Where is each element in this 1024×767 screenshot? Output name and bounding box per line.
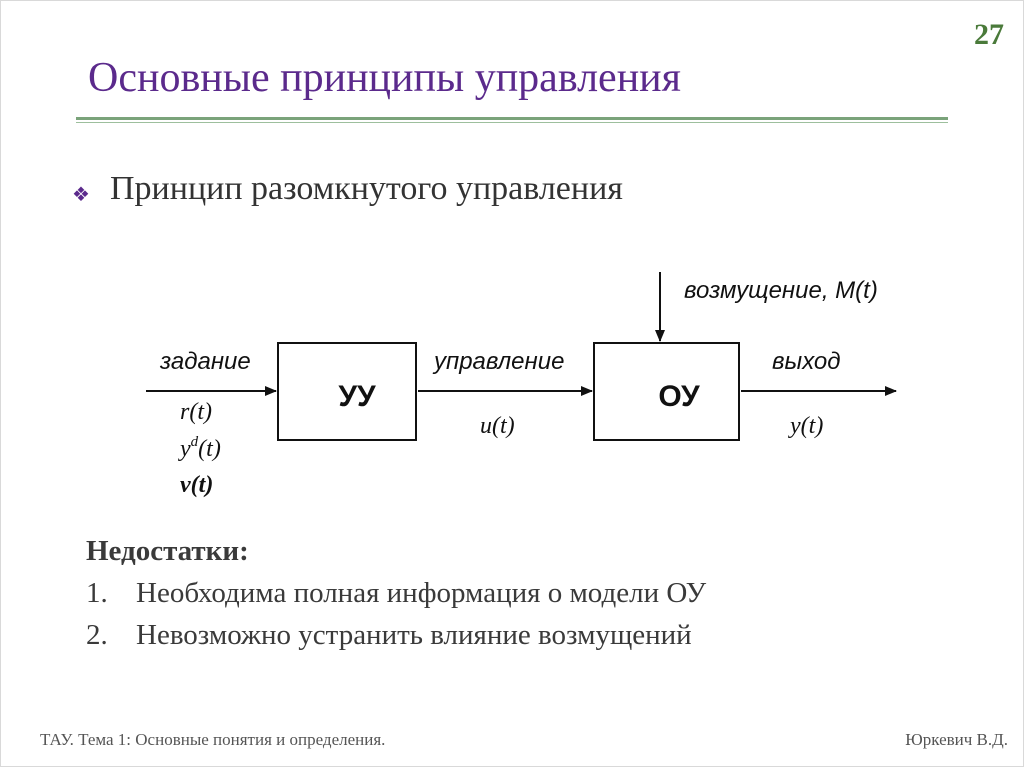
list-item-text: Необходима полная информация о модели ОУ bbox=[136, 577, 707, 609]
list-item: 1. Необходима полная информация о модели… bbox=[86, 572, 706, 614]
control-label: управление bbox=[432, 348, 564, 375]
plant-block bbox=[593, 342, 740, 441]
list-item-number: 1. bbox=[86, 577, 108, 609]
controller-label: УУ bbox=[338, 380, 376, 413]
diamond-bullet-icon: ❖ bbox=[72, 184, 90, 206]
drawbacks-list: Недостатки: 1. Необходима полная информа… bbox=[86, 530, 706, 656]
output-label: выход bbox=[772, 348, 841, 375]
page-number: 27 bbox=[974, 18, 1004, 51]
plant-label: ОУ bbox=[658, 380, 700, 413]
input-var-v: v(t) bbox=[180, 472, 213, 498]
list-item-text: Невозможно устранить влияние возмущений bbox=[136, 619, 692, 651]
input-label: задание bbox=[159, 348, 251, 375]
list-item-number: 2. bbox=[86, 619, 108, 651]
disturbance-label: возмущение, M(t) bbox=[684, 277, 878, 304]
footer-author: Юркевич В.Д. bbox=[905, 730, 1008, 749]
controller-block bbox=[277, 342, 417, 441]
title-divider bbox=[76, 117, 948, 120]
title-divider-thin bbox=[76, 122, 948, 123]
control-var: u(t) bbox=[480, 413, 515, 439]
drawbacks-heading: Недостатки: bbox=[86, 535, 249, 567]
footer-course: ТАУ. Тема 1: Основные понятия и определе… bbox=[40, 730, 386, 749]
input-var-r: r(t) bbox=[180, 399, 212, 425]
slide-subtitle: Принцип разомкнутого управления bbox=[110, 170, 623, 207]
input-var-yd: yd(t) bbox=[178, 434, 221, 462]
slide-title: Основные принципы управления bbox=[88, 55, 681, 101]
list-item: 2. Невозможно устранить влияние возмущен… bbox=[86, 614, 706, 656]
output-var: y(t) bbox=[788, 413, 823, 439]
